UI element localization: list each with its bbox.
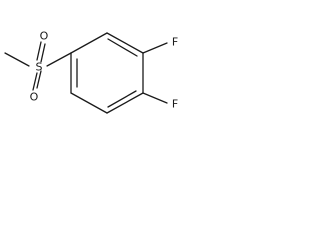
bond-sulfur-ring <box>46 52 72 67</box>
atom-label-fluorine-lower: F <box>172 98 178 111</box>
ring-inner-bond-top <box>107 38 138 57</box>
bond-sulfur-oxygen-top-b <box>40 43 46 63</box>
bond-ring-fluorine-upper <box>142 42 168 54</box>
bond-sulfur-oxygen-bottom-b <box>36 70 42 89</box>
ring-bond-5 <box>70 92 108 114</box>
ring-bond-2 <box>106 32 144 54</box>
ring-bond-4 <box>106 92 144 114</box>
bond-ring-fluorine-lower <box>142 92 168 104</box>
bond-sulfur-oxygen-bottom-a <box>32 72 38 91</box>
chemical-structure: S O O F F <box>4 30 178 114</box>
bond-sulfur-oxygen-top-a <box>36 41 42 61</box>
atom-label-oxygen-top: O <box>40 30 49 43</box>
ring-inner-bond-bottom <box>107 90 137 108</box>
bond-methyl-sulfur <box>4 52 30 67</box>
atom-label-sulfur: S <box>36 61 43 74</box>
ring-bond-1 <box>70 32 108 54</box>
atom-label-fluorine-upper: F <box>172 36 178 49</box>
atom-label-oxygen-bottom: O <box>30 91 39 104</box>
